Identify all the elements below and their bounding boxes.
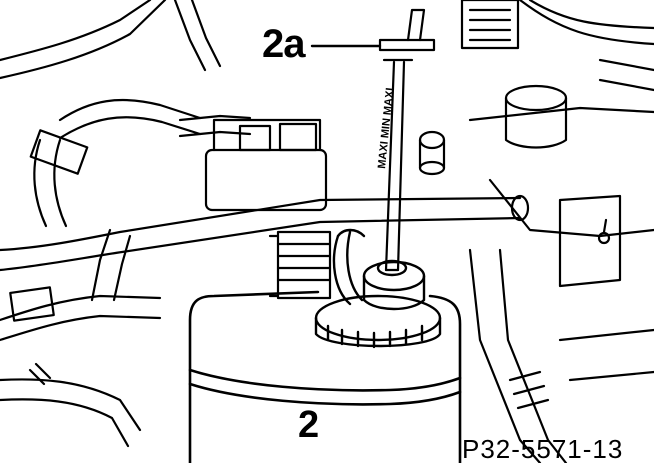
hose-upper-right	[460, 0, 654, 92]
hose-left-lower	[0, 129, 162, 448]
hose-upper-left	[0, 0, 222, 140]
reservoir-cap	[314, 228, 442, 349]
figure-code: P32-5571-13	[462, 434, 624, 464]
callout-label-reservoir: 2	[298, 404, 320, 446]
fluid-reservoir	[188, 290, 462, 463]
callout-label-dipstick: 2a	[262, 22, 305, 66]
pump-unit	[178, 114, 328, 212]
dipstick	[378, 8, 436, 272]
valve-cap-right	[418, 84, 568, 176]
crossover-pipe	[0, 194, 530, 302]
engine-block-right	[468, 106, 654, 463]
electrical-connector	[268, 230, 332, 300]
